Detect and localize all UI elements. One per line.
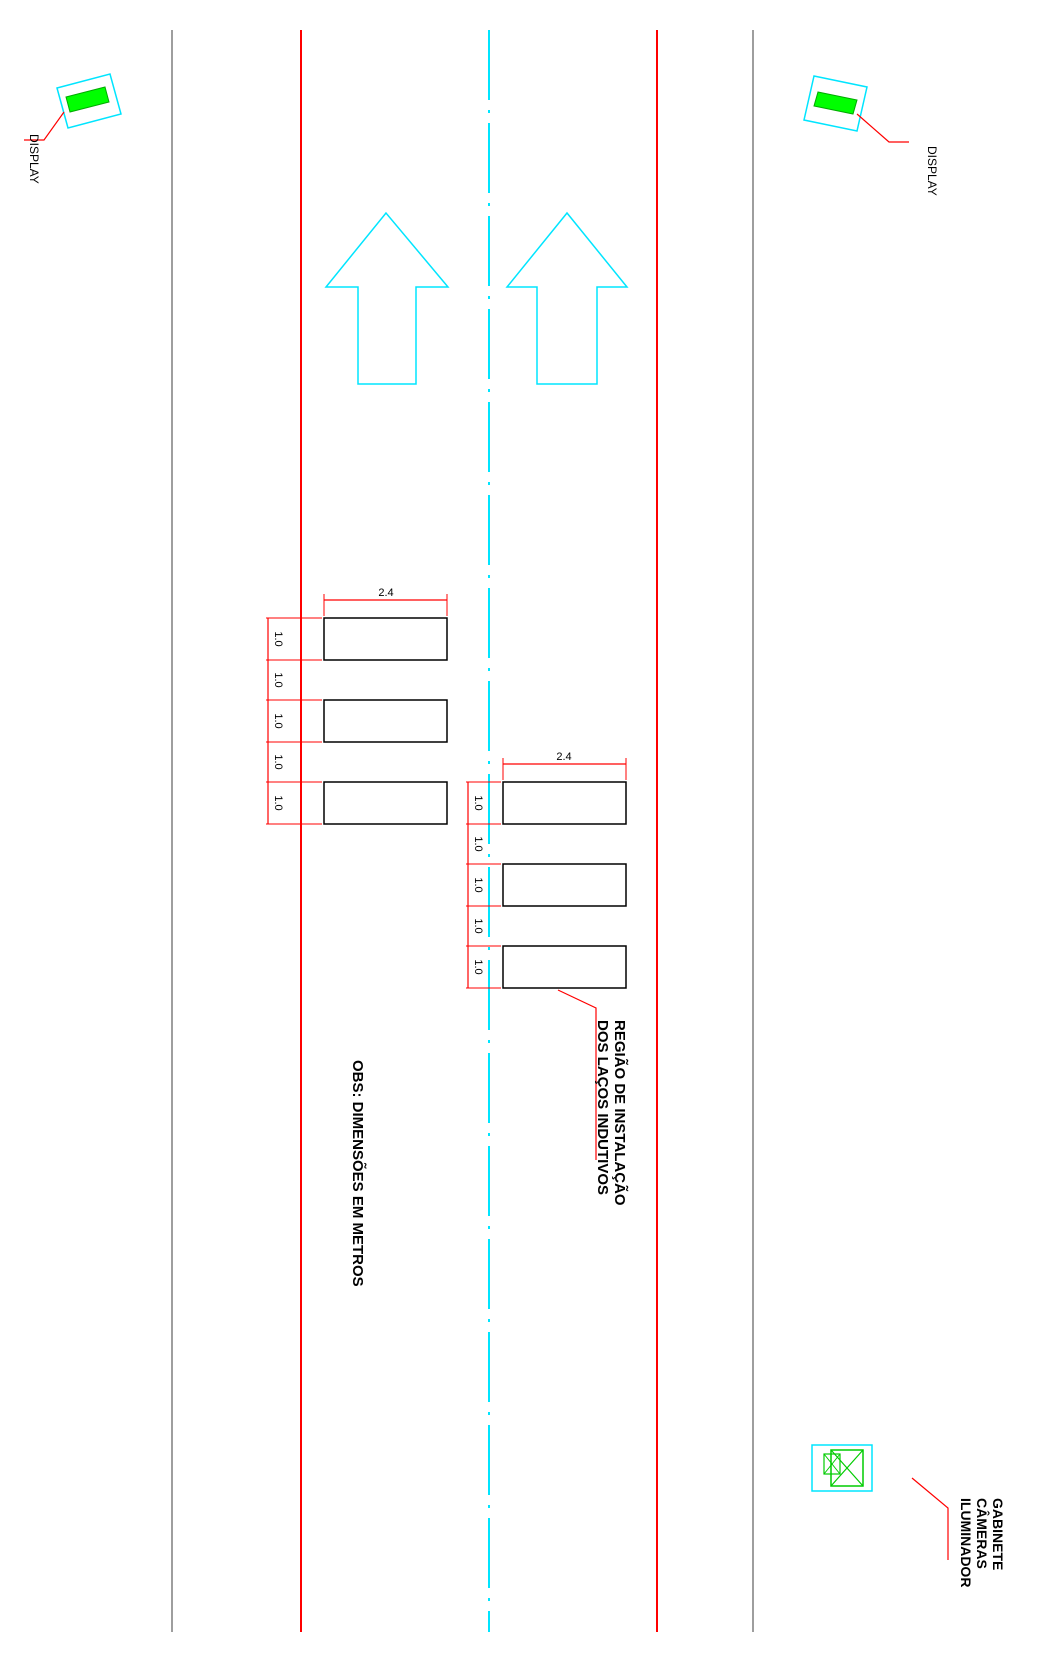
dim-segment: 1.0 <box>472 795 484 810</box>
dim-loop-width: 2.4 <box>556 751 571 763</box>
loops-region-label: REGIÃO DE INSTALAÇÃO DOS LAÇOS INDUTIVOS <box>593 1020 628 1206</box>
loop-group-right: 2.4 1.0 1.0 1.0 1.0 1.0 <box>466 751 627 1160</box>
dim-segment: 1.0 <box>272 713 284 728</box>
cabinet-label: GABINETE CÂMERAS ILUMINADOR <box>957 1498 1006 1588</box>
dim-segment: 1.0 <box>472 918 484 933</box>
inductive-loop <box>502 781 627 825</box>
dim-segment: 1.0 <box>272 754 284 769</box>
inductive-loop <box>323 617 448 661</box>
display-label-right: DISPLAY <box>925 146 939 196</box>
display-label-left: DISPLAY <box>27 134 41 184</box>
dim-segment: 1.0 <box>272 795 284 810</box>
arrow-up-icon <box>324 211 450 385</box>
dim-segment: 1.0 <box>472 836 484 851</box>
dim-segment: 1.0 <box>272 672 284 687</box>
inductive-loop <box>323 781 448 825</box>
dim-segment: 1.0 <box>472 877 484 892</box>
dimensions-note: OBS: DIMENSÕES EM METROS <box>349 1060 366 1287</box>
inductive-loop <box>502 863 627 907</box>
loop-group-left: 2.4 1.0 1.0 1.0 1.0 1.0 <box>266 587 448 825</box>
camera-cabinet-icon <box>811 1444 949 1560</box>
dim-segment: 1.0 <box>472 959 484 974</box>
display-sign-icon <box>803 75 909 143</box>
arrow-up-icon <box>505 211 629 385</box>
inductive-loop <box>323 699 448 743</box>
display-sign-icon <box>24 73 122 141</box>
dim-segment: 1.0 <box>272 631 284 646</box>
dim-loop-width: 2.4 <box>378 587 393 599</box>
inductive-loop <box>502 945 627 989</box>
